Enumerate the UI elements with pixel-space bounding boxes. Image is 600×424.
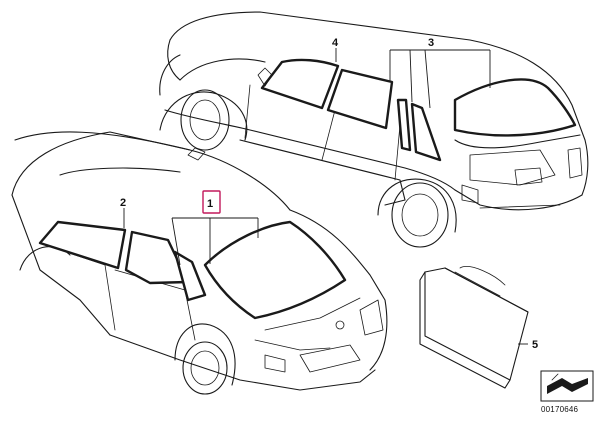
callout-1[interactable]: 1	[207, 198, 213, 210]
callout-2[interactable]: 2	[120, 197, 126, 209]
reference-code: 00170646	[541, 405, 579, 414]
callout-3[interactable]: 3	[428, 37, 434, 49]
suv-drawing	[159, 11, 589, 248]
page-turn-arrow-icon[interactable]	[540, 370, 594, 402]
callout-leaders	[123, 48, 528, 345]
sedan-drawing	[11, 131, 388, 395]
callout-4[interactable]: 4	[332, 37, 339, 49]
highlight-box-part-1	[202, 190, 221, 214]
callout-5[interactable]: 5	[532, 339, 538, 351]
glass-kit-case	[419, 266, 529, 389]
